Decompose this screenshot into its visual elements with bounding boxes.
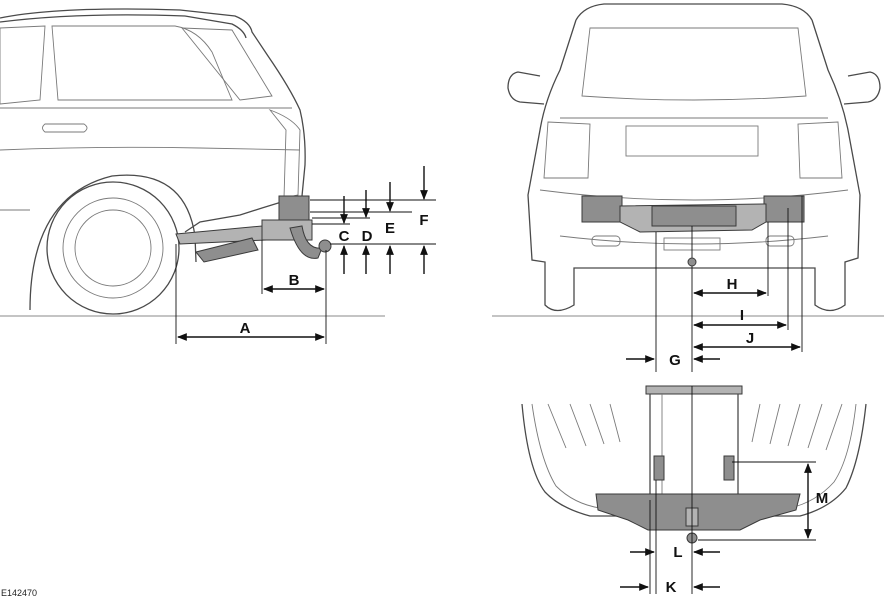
figure-reference: E142470 bbox=[1, 588, 37, 598]
rear-tow-ball bbox=[687, 257, 697, 267]
rear-window bbox=[581, 27, 807, 101]
side-window-middle bbox=[51, 25, 233, 101]
rear-lamp-left bbox=[543, 121, 591, 179]
side-tow-ball bbox=[318, 239, 332, 253]
label-d: D bbox=[362, 228, 373, 245]
label-b: B bbox=[289, 272, 300, 289]
label-f: F bbox=[419, 212, 428, 229]
side-body-crease bbox=[0, 146, 301, 151]
underside-mount-bar bbox=[645, 385, 743, 395]
side-bumper-mount bbox=[278, 195, 310, 221]
rear-bumper-line bbox=[539, 189, 849, 201]
side-window-rear bbox=[181, 27, 273, 101]
label-a: A bbox=[240, 320, 251, 337]
rear-towbar-mount-left bbox=[581, 195, 623, 223]
rear-coupling-plate bbox=[651, 205, 737, 227]
underside-bracket-left bbox=[653, 455, 665, 481]
rear-car-body bbox=[527, 19, 861, 312]
underside-inner-line-left bbox=[531, 403, 601, 509]
rear-mirror-right bbox=[843, 71, 881, 105]
label-l: L bbox=[673, 544, 682, 561]
underside-body-ribs bbox=[547, 403, 843, 451]
side-tyre bbox=[46, 181, 180, 315]
label-j: J bbox=[746, 330, 754, 347]
label-c: C bbox=[339, 228, 350, 245]
label-i: I bbox=[740, 307, 744, 324]
side-roof-rail bbox=[0, 14, 247, 39]
side-rim bbox=[62, 197, 164, 299]
side-car-body bbox=[0, 8, 306, 233]
rear-roof bbox=[575, 3, 813, 21]
side-rim-inner bbox=[74, 209, 152, 287]
label-m: M bbox=[816, 490, 829, 507]
side-window-front bbox=[0, 25, 46, 105]
rear-towbar-mount-right bbox=[763, 195, 805, 223]
rear-exhaust-left bbox=[591, 235, 621, 247]
side-rear-lamp bbox=[268, 109, 301, 199]
rear-mirror-left bbox=[507, 71, 545, 105]
rear-view: H I J G bbox=[492, 3, 884, 372]
label-k: K bbox=[666, 579, 677, 596]
side-door-handle bbox=[42, 123, 88, 133]
rear-number-plate-recess bbox=[625, 125, 759, 157]
side-wheel-arch bbox=[29, 174, 197, 311]
label-h: H bbox=[727, 276, 738, 293]
underside-bracket-right bbox=[723, 455, 735, 481]
underside-view: M L K bbox=[521, 385, 867, 596]
rear-exhaust-right bbox=[765, 235, 795, 247]
side-towbar-bracket bbox=[195, 237, 259, 263]
label-g: G bbox=[669, 352, 681, 369]
rear-lamp-right bbox=[797, 121, 843, 179]
side-view: A B C D E F bbox=[0, 8, 436, 344]
label-e: E bbox=[385, 220, 395, 237]
